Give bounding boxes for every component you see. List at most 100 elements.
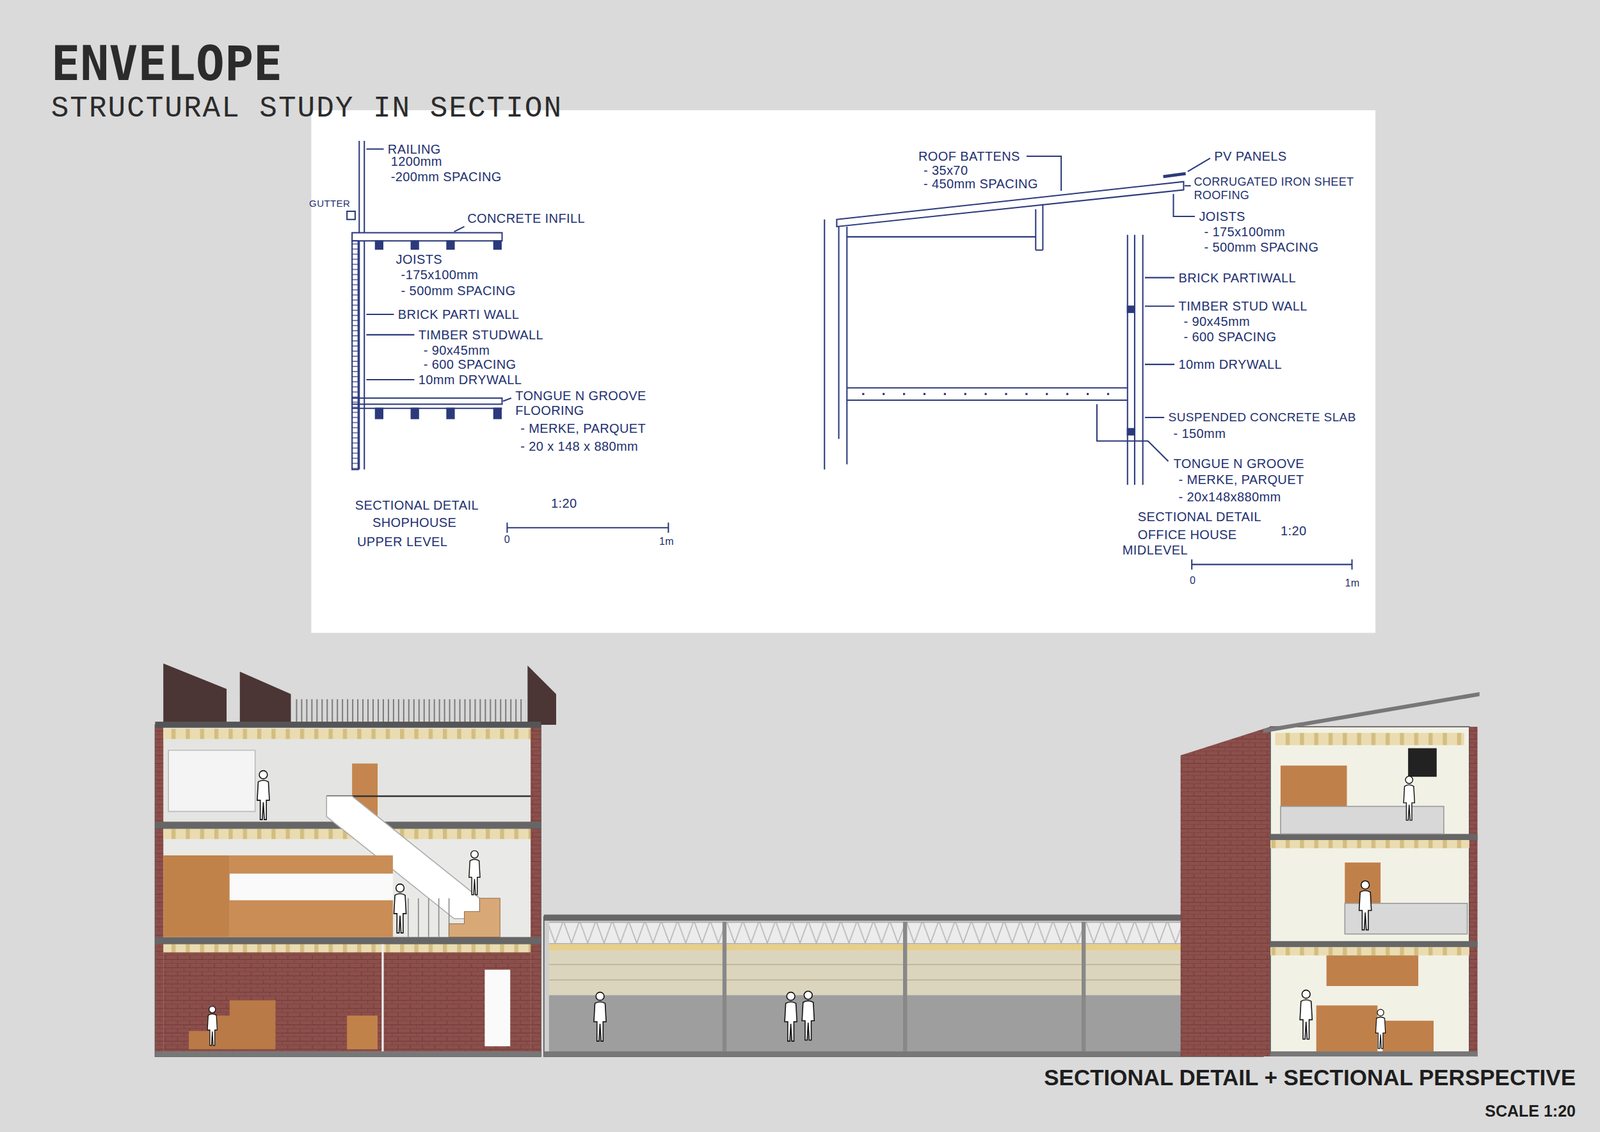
office-house-detail-sketch: [1173, 193, 1195, 217]
sketch-annotation: - 20x148x880mm: [1178, 489, 1282, 505]
shophouse-detail-sketch: [411, 408, 419, 419]
shophouse-detail-sketch: [375, 408, 383, 419]
shophouse-section: [163, 728, 531, 739]
office-house-section: [1180, 726, 1271, 1056]
people-figures: [393, 883, 406, 934]
link-building-section: [544, 913, 1264, 921]
sketch-annotation: ROOF BATTENS: [918, 149, 1021, 164]
sketch-annotation: JOISTS: [396, 252, 443, 267]
people-figures: [1375, 1008, 1385, 1048]
office-house-section: [1280, 805, 1444, 834]
office-house-detail-sketch: [1184, 184, 1192, 187]
office-house-detail-sketch: [823, 219, 825, 470]
sketch-annotation: - 600 SPACING: [423, 357, 517, 372]
shophouse-section: [408, 897, 450, 937]
office-house-section: [1270, 1050, 1478, 1056]
shophouse-section: [530, 724, 541, 1056]
office-house-detail-sketch: [1041, 204, 1044, 251]
sketch-annotation: OFFICE HOUSE: [1137, 527, 1238, 543]
shophouse-section: [527, 664, 557, 724]
sketch-annotation: TONGUE N GROOVE FLOORING: [515, 388, 669, 418]
sketch-annotation: PV PANELS: [1214, 149, 1287, 164]
sketch-annotation: TONGUE N GROOVE: [1173, 456, 1305, 472]
office-house-detail-sketch: [1134, 234, 1136, 486]
office-house-detail-sketch: [1144, 305, 1175, 307]
sketch-annotation: 1:20: [1280, 523, 1307, 539]
office-house-detail-sketch: [1351, 559, 1353, 570]
link-building-section: [544, 916, 1264, 1056]
shophouse-section: [229, 873, 393, 900]
office-house-detail-sketch: [1096, 403, 1169, 461]
sketch-annotation: 0: [504, 533, 511, 546]
shophouse-section: [163, 855, 230, 937]
sketch-panel: [311, 110, 1376, 633]
sketch-annotation: 1m: [659, 535, 674, 548]
office-house-detail-sketch: [1163, 173, 1186, 177]
office-house-section: [1270, 940, 1478, 948]
shophouse-section: [154, 721, 541, 728]
office-house-section: [1180, 691, 1480, 1056]
office-house-detail-sketch: [846, 387, 1128, 389]
sketch-annotation: - 500mm SPACING: [1203, 240, 1319, 255]
sketch-annotation: -200mm SPACING: [391, 169, 502, 185]
office-house-detail-sketch: [1127, 428, 1135, 436]
shophouse-section: [449, 897, 501, 937]
office-house-section: [1316, 1004, 1378, 1051]
people-figures: [1299, 989, 1312, 1039]
office-house-detail-sketch: [1127, 305, 1135, 313]
office-house-detail-sketch: [1034, 209, 1037, 251]
shophouse-detail-sketch: [363, 240, 365, 470]
link-building-section: [1081, 921, 1086, 1051]
office-house-detail-sketch: [862, 392, 1110, 395]
shophouse-section: [240, 671, 292, 725]
sketch-annotation: SECTIONAL DETAIL: [355, 497, 479, 513]
shophouse-detail-sketch: [366, 334, 415, 336]
shophouse-detail-sketch: [454, 226, 465, 232]
office-house-section: [1263, 691, 1480, 733]
shophouse-section: [346, 1015, 378, 1049]
people-figures: [784, 992, 797, 1042]
shophouse-section: [154, 663, 557, 1056]
office-house-section: [1469, 726, 1478, 1056]
office-house-detail-sketch: [1191, 559, 1193, 570]
shophouse-detail-sketch: [352, 407, 502, 409]
shophouse-section: [293, 698, 526, 723]
people-figures: [207, 770, 1415, 1049]
sketch-annotation: GUTTER: [309, 197, 351, 209]
board-subtitle: STRUCTURAL STUDY IN SECTION: [51, 92, 563, 126]
sketch-annotation: UPPER LEVEL: [357, 534, 448, 550]
people-figures: [207, 1006, 217, 1046]
shophouse-section: [154, 724, 541, 1056]
sketch-annotation: TIMBER STUDWALL: [418, 327, 544, 343]
sketch-annotation: 10mm DRYWALL: [418, 372, 523, 388]
office-house-section: [1280, 765, 1348, 807]
office-house-detail-sketch: [1142, 234, 1144, 486]
shophouse-detail-sketch: [494, 408, 502, 419]
shophouse-detail-sketch: [352, 240, 359, 470]
shophouse-section: [326, 794, 531, 797]
shophouse-detail-sketch: [366, 378, 415, 381]
shophouse-detail-sketch: [352, 232, 502, 241]
shophouse-detail-sketch: [411, 240, 419, 249]
office-house-detail-sketch: [838, 226, 840, 440]
office-house-section: [1270, 946, 1470, 955]
shophouse-detail-sketch: [346, 140, 669, 533]
shophouse-detail-sketch: [363, 140, 365, 233]
office-house-detail-sketch: [846, 226, 848, 464]
sketch-annotation: SUSPENDED CONCRETE SLAB: [1168, 410, 1357, 425]
shophouse-detail-sketch: [506, 522, 508, 533]
office-house-detail-sketch: [1191, 563, 1352, 566]
office-house-detail-sketch: [1187, 158, 1211, 172]
office-house-section: [1275, 732, 1465, 745]
office-house-detail-sketch: [1144, 416, 1165, 418]
people-figures: [801, 990, 815, 1040]
shophouse-section: [154, 936, 541, 944]
board-caption: SECTIONAL DETAIL + SECTIONAL PERSPECTIVE: [1043, 1064, 1576, 1090]
shophouse-section: [163, 663, 227, 725]
sketch-annotation: SECTIONAL DETAIL: [1137, 509, 1262, 525]
sketch-annotation: 1200mm: [391, 154, 443, 169]
sketch-annotation: - 500mm SPACING: [401, 283, 516, 299]
office-house-detail-sketch: [846, 236, 1036, 238]
sketch-annotation: - 150mm: [1173, 426, 1227, 441]
sketch-annotation: - 175x100mm: [1203, 224, 1286, 240]
